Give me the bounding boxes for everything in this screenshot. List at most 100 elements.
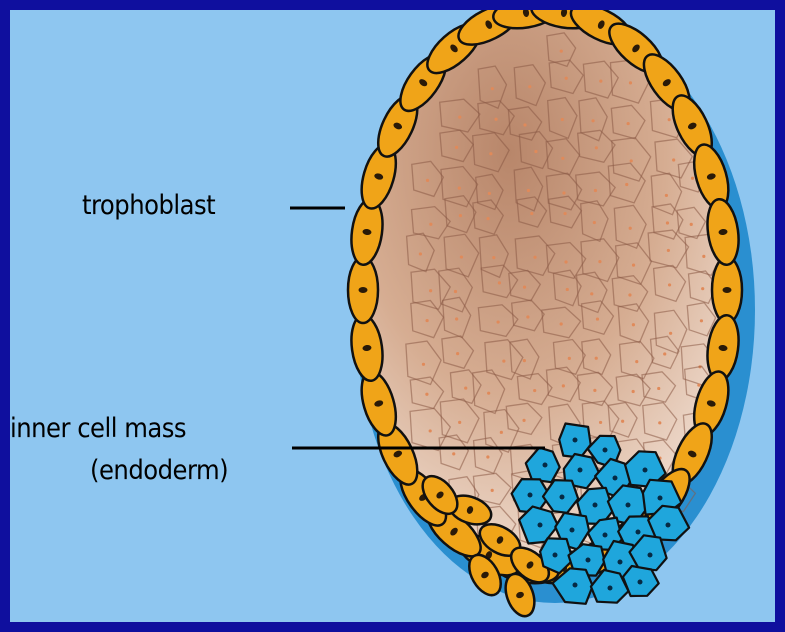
cavity-cell-dot [488,192,491,195]
cavity-cell-dot [564,260,567,263]
cavity-cell-dot [562,191,565,194]
inner-mass-nucleus [528,493,533,498]
cavity-cell-dot [593,221,596,224]
cavity-cell-dot [625,183,628,186]
cavity-cell-dot [669,332,672,335]
inner-cell-mass-label: inner cell mass [10,413,186,444]
cavity-cell-dot [621,420,624,423]
cavity-cell-dot [497,320,500,323]
cavity-cell-dot [632,263,635,266]
inner-mass-nucleus [570,528,575,533]
inner-mass-nucleus [666,523,671,528]
cavity-cell-dot [672,158,675,161]
inner-mass-nucleus [553,553,558,558]
inner-mass-nucleus [608,586,613,591]
cavity-cell-dot [522,419,525,422]
cavity-cell-dot [528,85,531,88]
cavity-cell-dot [426,179,429,182]
inner-mass-nucleus [578,468,583,473]
inner-mass-nucleus [593,503,598,508]
cavity-cell-dot [565,77,568,80]
cavity-cell-dot [668,283,671,286]
inner-mass-nucleus [573,438,578,443]
cavity-cell-dot [599,421,602,424]
cavity-cell-dot [426,319,429,322]
cavity-cell-dot [502,359,505,362]
cavity-cell-dot [598,260,601,263]
inner-mass-nucleus [626,503,631,508]
inner-mass-nucleus [586,558,591,563]
cavity-cell-dot [492,256,495,259]
inner-mass-nucleus [643,468,648,473]
cavity-cell-dot [429,429,432,432]
cavity-cell-dot [591,119,594,122]
cavity-cell-dot [523,359,526,362]
cavity-cell-dot [425,393,428,396]
inner-mass-nucleus [603,533,608,538]
cavity-cell-dot [464,386,467,389]
cavity-cell-dot [534,150,537,153]
cavity-cell-dot [486,217,489,220]
inner-mass-nucleus [636,530,641,535]
cavity-cell-dot [668,118,671,121]
cavity-cell-dot [454,290,457,293]
cavity-cell-dot [498,281,501,284]
cavity-cell-dot [632,323,635,326]
cavity-cell-dot [455,146,458,149]
trophoblast-cell [348,257,378,323]
inner-mass-nucleus [543,463,548,468]
cavity-cell-dot [487,392,490,395]
cavity-cell-dot [627,122,630,125]
cavity-cell-dot [533,389,536,392]
cavity-cell-dot [665,194,668,197]
cavity-cell-dot [594,189,597,192]
inner-mass-nucleus [618,560,623,565]
inner-mass-nucleus [538,523,543,528]
trophoblast-label: trophoblast [82,190,215,221]
inner-mass-nucleus [603,448,608,453]
cavity-cell-dot [658,421,661,424]
cavity-cell-dot [590,292,593,295]
cavity-cell-dot [562,384,565,387]
cavity-cell-dot [500,431,503,434]
cavity-cell-dot [527,189,530,192]
cavity-cell-dot [596,317,599,320]
cavity-cell-dot [561,118,564,121]
cavity-cell-dot [630,159,633,162]
cavity-cell-dot [561,157,564,160]
cavity-cell-dot [458,421,461,424]
cavity-cell-dot [563,212,566,215]
cavity-cell-dot [666,221,669,224]
cavity-cell-dot [657,387,660,390]
cavity-cell-dot [491,489,494,492]
cavity-cell-dot [523,286,526,289]
cavity-cell-dot [568,357,571,360]
cavity-cell-dot [701,287,704,290]
cavity-cell-dot [700,319,703,322]
cavity-cell-dot [629,81,632,84]
cavity-cell-dot [452,452,455,455]
inner-mass-nucleus [658,496,663,501]
cavity-cell-dot [595,146,598,149]
cavity-cell-dot [458,116,461,119]
inner-mass-nucleus [613,476,618,481]
cavity-cell-dot [494,118,497,121]
cavity-cell-dot [595,357,598,360]
cavity-cell-dot [690,223,693,226]
cavity-cell-dot [629,227,632,230]
cavity-cell-dot [691,177,694,180]
cavity-cell-dot [697,383,700,386]
diagram-canvas [10,10,775,622]
cavity-cell-dot [560,322,563,325]
cavity-cell-dot [489,152,492,155]
cavity-cell-dot [486,455,489,458]
cavity-cell-dot [429,223,432,226]
cavity-cell-dot [458,187,461,190]
cavity-cell-dot [422,363,425,366]
cavity-cell-dot [491,87,494,90]
cavity-cell-dot [566,288,569,291]
cavity-cell-dot [632,390,635,393]
cavity-cell-dot [429,289,432,292]
cavity-cell-dot [460,255,463,258]
cavity-cell-dot [526,315,529,318]
